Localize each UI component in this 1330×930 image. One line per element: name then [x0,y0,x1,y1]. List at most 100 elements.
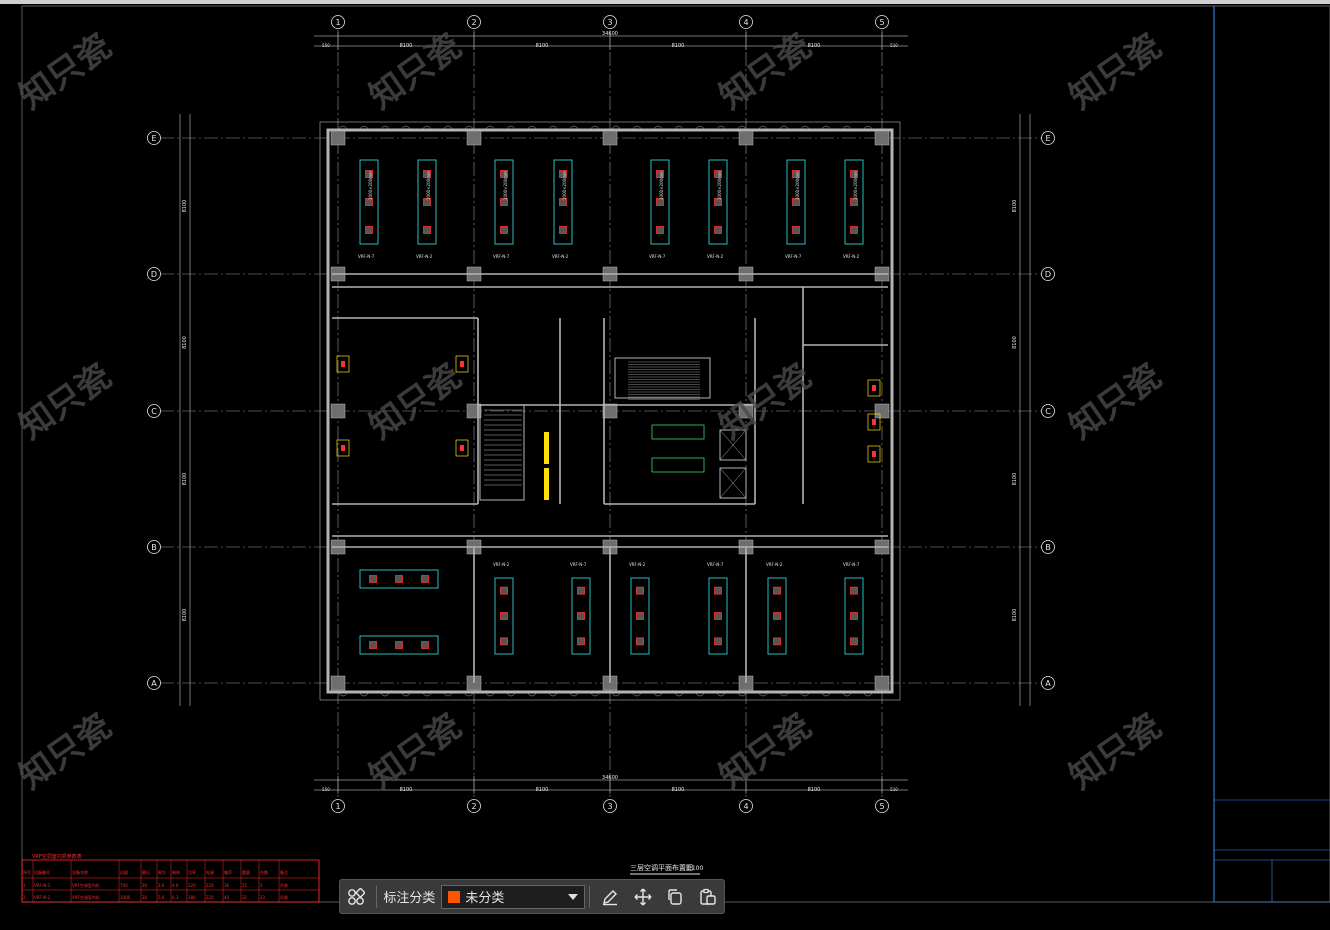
table-cell: 4.0 [172,883,179,888]
diffuser [792,170,800,178]
duct-run [844,577,864,655]
edit-button[interactable] [594,880,626,913]
exterior-wall-outer [319,121,901,701]
diffuser [656,198,664,206]
window-arc [400,125,412,131]
window-arc [631,691,643,697]
unit-label: VRF-N-7 [707,562,724,567]
window-arc [652,691,664,697]
grid-col-label: 5 [879,18,884,27]
stairwell [479,404,525,501]
diffuser [500,198,508,206]
wall-unit [336,355,350,373]
duct-run [494,159,514,245]
grid-bubble [331,15,345,29]
table-cell: 32 [242,895,248,900]
diffuser [636,612,644,620]
diffuser [369,641,377,649]
table-cell: VRF空调室内机 [72,882,100,888]
toolbar-separator [376,885,378,908]
wall-unit [455,355,469,373]
duct-size-label: 1000×200mm [717,171,722,200]
wall-unit [336,439,350,457]
diffuser [850,170,858,178]
grid-row-label: A [151,679,157,688]
diffuser [500,226,508,234]
diffuser [423,170,431,178]
table-header-cell: 噪声 [224,869,232,875]
grid-bubble [875,15,889,29]
grid-row-label: C [1045,407,1051,416]
diffuser [421,641,429,649]
duct-run [359,159,379,245]
diffuser [500,637,508,646]
diffuser [714,637,722,646]
unit-label: VRF-N-2 [766,562,783,567]
paste-button[interactable] [692,880,724,913]
duct-size-label: 1000×200mm [368,171,373,200]
grid-bubble [739,799,753,813]
window-arc [820,691,832,697]
dimension-edge: 550 [322,787,330,792]
window-arc [379,125,391,131]
building-walls [319,121,901,701]
duct-run [571,577,591,655]
grid-row-label: B [151,543,157,552]
diffuser [365,226,373,234]
structural-column [330,675,346,691]
table-cell: 吊装 [280,894,288,900]
window-arc [526,691,538,697]
grid-bubble [147,404,161,418]
table-header-cell: 静压 [142,869,150,875]
unit-label: VRF-N-2 [416,254,433,259]
wall-unit [455,439,469,457]
copy-button[interactable] [659,880,691,913]
unit-label: VRF-N-7 [649,254,666,259]
grid-col-label: 2 [471,18,476,27]
wall-unit-core [341,361,345,367]
table-cell: 700 [120,883,128,888]
layout-grid-button[interactable] [340,880,372,913]
category-select-value: 未分类 [465,891,505,906]
grid-row-label: E [151,134,156,143]
wall-unit-core [872,451,876,457]
structural-column [738,130,754,146]
top-window-edge [0,0,1330,4]
dimension-edge: 510 [890,43,898,48]
window-arc [421,691,433,697]
window-arc [715,125,727,131]
window-arc [694,691,706,697]
grid-row-label: A [1045,679,1051,688]
grid-bubble [467,799,481,813]
table-header-cell: 制冷 [158,869,166,875]
wall-unit-core [460,445,464,451]
table-cell: 220 [206,883,214,888]
wall-unit-core [341,445,345,451]
elevator-shaft [719,467,747,499]
duct-run [708,159,728,245]
grid-icon [348,887,366,905]
grid-bubble [603,799,617,813]
wall-unit-core [872,419,876,425]
window-arc [358,691,370,697]
exterior-wall [326,128,894,694]
dimension-bay: 8100 [536,43,549,49]
move-button[interactable] [627,880,659,913]
unit-label: VRF-N-7 [843,562,860,567]
duct-run [359,635,439,655]
window-arc [841,125,853,131]
toolbar-separator [589,885,591,908]
table-cell: VRF-N-2 [34,895,51,900]
duct-run [767,577,787,655]
window-arc [442,125,454,131]
diffuser [656,170,664,178]
table-header-cell: 设备名称 [72,869,88,875]
window-arc [610,691,622,697]
structural-column [874,130,890,146]
grid-col-label: 3 [607,802,612,811]
category-select[interactable]: 未分类 [441,884,586,909]
window-arc [379,691,391,697]
window-arc [862,125,874,131]
